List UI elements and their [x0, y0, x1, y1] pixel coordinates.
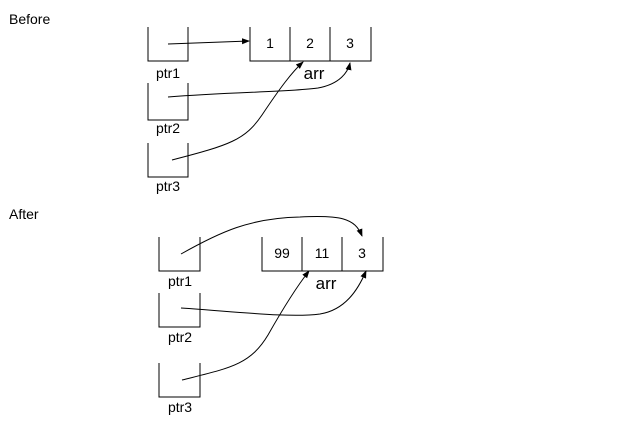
ptr1-box [158, 237, 201, 272]
array-cell-1: 2 [306, 35, 314, 51]
arrow-ptr1 [180, 216, 363, 255]
ptr2-label: ptr2 [156, 120, 180, 136]
ptr3-box [147, 143, 189, 178]
before-title: Before [9, 11, 50, 27]
after-title: After [9, 206, 39, 222]
ptr2-box [147, 83, 189, 121]
arrow-ptr1 [167, 38, 250, 45]
array-cell-2: 3 [358, 245, 366, 261]
array-cell-0: 99 [274, 245, 290, 261]
ptr3-box [158, 363, 201, 398]
arrow-ptr3 [181, 270, 310, 381]
arrow-ptr2 [167, 62, 352, 98]
arrow-ptr3 [171, 61, 304, 161]
ptr1-label: ptr1 [168, 273, 192, 289]
array-cell-0: 1 [266, 35, 274, 51]
ptr1-box [147, 27, 189, 62]
arrow-ptr2 [180, 270, 367, 316]
array-box [261, 237, 384, 272]
array-cell-1: 11 [315, 245, 330, 261]
array-label: arr [316, 274, 337, 293]
after-section: After ptr1 ptr2 ptr3 99 11 3 arr [9, 206, 384, 415]
ptr1-label: ptr1 [156, 65, 180, 81]
array-label: arr [304, 64, 325, 83]
array-box [249, 27, 372, 62]
ptr3-label: ptr3 [168, 399, 192, 415]
ptr3-label: ptr3 [156, 178, 180, 194]
array-cell-2: 3 [346, 35, 354, 51]
before-section: Before ptr1 ptr2 ptr3 1 2 3 arr [9, 11, 372, 194]
ptr2-label: ptr2 [168, 329, 192, 345]
ptr2-box [158, 293, 201, 328]
